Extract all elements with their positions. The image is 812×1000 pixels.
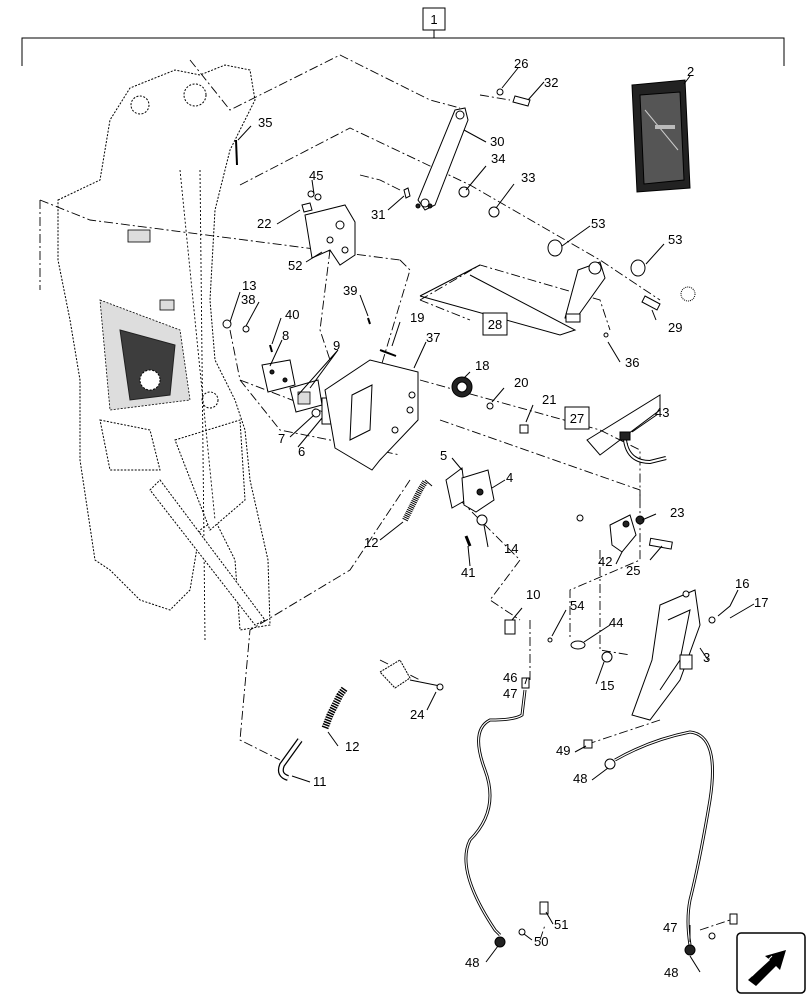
- callout-53a: 53: [591, 216, 605, 231]
- callout-29: 29: [668, 320, 682, 335]
- callout-5: 5: [440, 448, 447, 463]
- callout-labels: 2 3 4 5 6 7 8 9 10 11 12 12 13 14 15 16 …: [241, 56, 768, 980]
- gear-part: [451, 376, 529, 434]
- callout-33: 33: [521, 170, 535, 185]
- callout-7: 7: [278, 431, 285, 446]
- callout-13: 13: [242, 278, 256, 293]
- mounting-plate-37: [324, 349, 419, 471]
- callout-4: 4: [506, 470, 513, 485]
- callout-26: 26: [514, 56, 528, 71]
- callout-19: 19: [410, 310, 424, 325]
- callout-6: 6: [298, 444, 305, 459]
- callout-47a: 47: [503, 686, 517, 701]
- boxed-callout-label: 28: [488, 317, 502, 332]
- manual-booklet-icon: [631, 79, 691, 193]
- hardware-top: [235, 88, 531, 218]
- hydraulic-line-left: [464, 677, 549, 948]
- callout-14: 14: [504, 541, 518, 556]
- plate-part: [304, 204, 356, 266]
- callout-46: 46: [503, 670, 517, 685]
- callout-45: 45: [309, 168, 323, 183]
- wire-harness: [619, 431, 667, 465]
- callout-48c: 48: [664, 965, 678, 980]
- callout-42: 42: [598, 554, 612, 569]
- callout-10: 10: [526, 587, 540, 602]
- callout-52: 52: [288, 258, 302, 273]
- callout-41: 41: [461, 565, 475, 580]
- callout-24: 24: [410, 707, 424, 722]
- callout-8: 8: [282, 328, 289, 343]
- bracket-4-5: [445, 467, 495, 526]
- callout-49: 49: [556, 743, 570, 758]
- bracket-8: [261, 359, 296, 393]
- callout-23: 23: [670, 505, 684, 520]
- callout-25: 25: [626, 563, 640, 578]
- callout-51: 51: [554, 917, 568, 932]
- assembly-number: 1: [430, 12, 437, 27]
- callout-12a: 12: [364, 535, 378, 550]
- callout-36: 36: [625, 355, 639, 370]
- callout-3: 3: [703, 650, 710, 665]
- callout-50: 50: [534, 934, 548, 949]
- callout-34: 34: [491, 151, 505, 166]
- callout-9: 9: [333, 338, 340, 353]
- small-pin-41: [464, 535, 472, 547]
- spring-hook-assembly: [277, 659, 444, 781]
- callout-30: 30: [490, 134, 504, 149]
- callout-15: 15: [600, 678, 614, 693]
- callout-16: 16: [735, 576, 749, 591]
- callout-31: 31: [371, 207, 385, 222]
- callout-54: 54: [570, 598, 584, 613]
- callout-43: 43: [655, 405, 669, 420]
- callout-44: 44: [609, 615, 623, 630]
- arm-part: [415, 107, 469, 211]
- callout-48a: 48: [573, 771, 587, 786]
- callout-39: 39: [343, 283, 357, 298]
- pivot-bracket-42: [576, 514, 673, 553]
- callout-18: 18: [475, 358, 489, 373]
- frame-chassis: [57, 64, 271, 641]
- callout-17: 17: [754, 595, 768, 610]
- callout-2: 2: [687, 64, 694, 79]
- callout-leaders: [229, 67, 755, 973]
- callout-47b: 47: [663, 920, 677, 935]
- boxed-callout-27: 27: [564, 394, 661, 456]
- callout-22: 22: [257, 216, 271, 231]
- callout-40: 40: [285, 307, 299, 322]
- callout-35: 35: [258, 115, 272, 130]
- callout-37: 37: [426, 330, 440, 345]
- assembly-bracket: 1: [21, 7, 785, 66]
- callout-11: 11: [313, 774, 327, 789]
- roller-assembly: [547, 239, 696, 338]
- callout-12b: 12: [345, 739, 359, 754]
- callout-21: 21: [542, 392, 556, 407]
- callout-48b: 48: [465, 955, 479, 970]
- boxed-callout-label: 27: [570, 411, 584, 426]
- callout-32: 32: [544, 75, 558, 90]
- direction-arrow-icon: [736, 932, 806, 994]
- lever-3: [631, 589, 716, 721]
- boxed-callout-28: 28: [419, 264, 577, 336]
- callout-38: 38: [241, 292, 255, 307]
- hydraulic-line-right: [583, 730, 738, 956]
- hardware-mid: [504, 619, 613, 663]
- callout-53b: 53: [668, 232, 682, 247]
- spring-12-upper: [402, 479, 433, 522]
- callout-20: 20: [514, 375, 528, 390]
